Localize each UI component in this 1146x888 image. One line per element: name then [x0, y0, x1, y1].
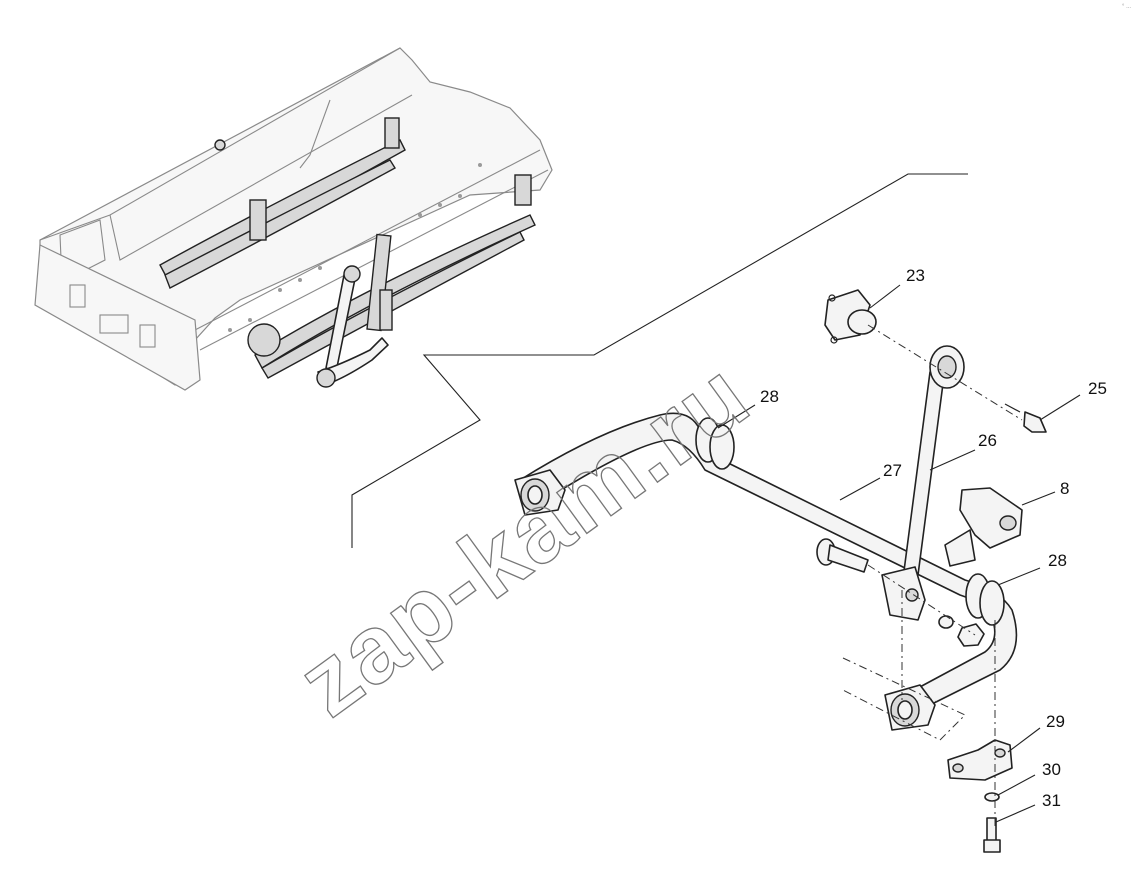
callouts: 23 25 26 27 28 28 8 29 30 31 — [717, 266, 1107, 823]
callout-28-left: 28 — [760, 387, 779, 406]
callout-29: 29 — [1046, 712, 1065, 731]
callout-31: 31 — [1042, 791, 1061, 810]
bar-end-left — [514, 469, 566, 516]
callout-25: 25 — [1088, 379, 1107, 398]
callout-27: 27 — [883, 461, 902, 480]
washer-30 — [984, 792, 1000, 802]
clamp-29 — [947, 739, 1013, 781]
flange-bracket — [824, 289, 877, 344]
zoom-bracket — [351, 173, 968, 548]
callout-23: 23 — [906, 266, 925, 285]
callout-28-right: 28 — [1048, 551, 1067, 570]
bushing-left — [695, 417, 735, 470]
pivot-pin — [816, 538, 869, 573]
callout-26: 26 — [978, 431, 997, 450]
bushing-right — [965, 573, 1005, 626]
callout-30: 30 — [1042, 760, 1061, 779]
bolt-25 — [1004, 403, 1047, 433]
mounting-bracket-8 — [944, 487, 1023, 567]
nut — [957, 623, 985, 647]
callout-8: 8 — [1060, 479, 1069, 498]
bolt-31 — [983, 817, 1001, 853]
watermark-text: zap-kam.ru — [279, 341, 768, 737]
chassis-frame-overview — [34, 47, 553, 391]
stabilizer-bar-assembly — [514, 289, 1047, 853]
corner-mark: ° ... — [1122, 4, 1131, 10]
washer — [938, 615, 954, 629]
link-rod — [881, 345, 965, 621]
